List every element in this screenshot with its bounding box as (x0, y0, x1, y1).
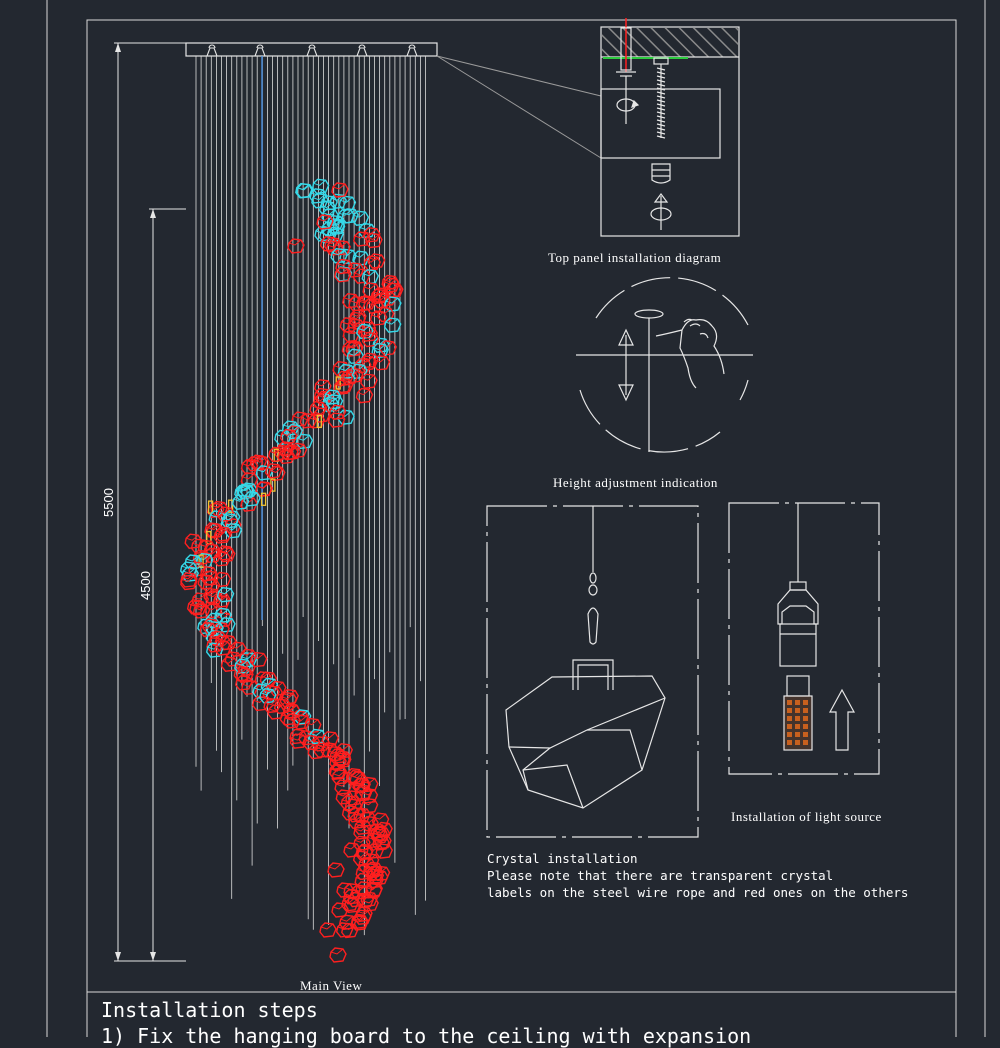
installation-step-1: 1) Fix the hanging board to the ceiling … (101, 1024, 752, 1048)
dimension-lines (114, 42, 186, 962)
plate-hooks (206, 44, 418, 57)
drawing-frame (46, 0, 986, 1037)
main-view-label: Main View (300, 978, 363, 993)
height-adjust-diagram (576, 277, 753, 453)
light-source-diagram (728, 502, 880, 775)
crystal-note-line-2: labels on the steel wire rope and red on… (487, 885, 909, 900)
crystal-note-line-1: Please note that there are transparent c… (487, 868, 834, 883)
height-adjust-label: Height adjustment indication (553, 475, 718, 490)
crystal-height-dimension: 4500 (137, 571, 153, 600)
ceiling-plate (185, 42, 438, 57)
installation-steps-title: Installation steps (101, 998, 318, 1022)
light-source-label: Installation of light source (731, 809, 882, 824)
top-panel-diagram (600, 18, 740, 237)
top-panel-label: Top panel installation diagram (548, 250, 722, 265)
detail-leader-lines (436, 55, 602, 159)
crystal-installation-diagram (486, 505, 699, 838)
crystal-installation-title: Crystal installation (487, 851, 638, 866)
overall-height-dimension: 5500 (100, 488, 116, 517)
